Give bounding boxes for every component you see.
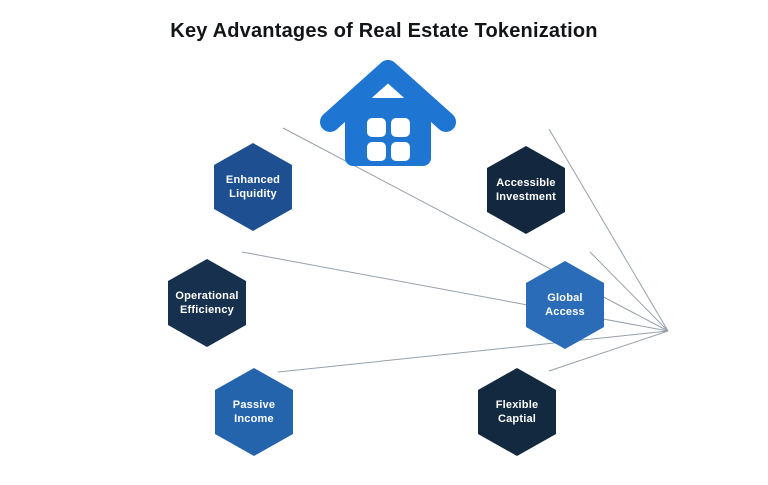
connector-line [277, 330, 669, 373]
hexagon-label: Passive Income [232, 398, 276, 425]
connector-line [548, 330, 669, 372]
hexagon-label: Operational Efficiency [175, 289, 239, 316]
window-icon [367, 118, 410, 161]
page-title: Key Advantages of Real Estate Tokenizati… [170, 20, 598, 42]
connector-line [548, 128, 669, 332]
hexagon-label: Flexible Captial [495, 398, 539, 425]
hexagon-label: Enhanced Liquidity [225, 173, 281, 200]
connector-line [241, 251, 669, 332]
hexagon-label: Accessible Investment [495, 176, 557, 203]
hexagon-enhanced-liquidity: Enhanced Liquidity [214, 143, 292, 231]
connector-line [589, 251, 669, 332]
house-icon [320, 60, 456, 166]
hexagon-accessible-investment: Accessible Investment [487, 146, 565, 234]
hexagon-label: Global Access [545, 291, 585, 318]
